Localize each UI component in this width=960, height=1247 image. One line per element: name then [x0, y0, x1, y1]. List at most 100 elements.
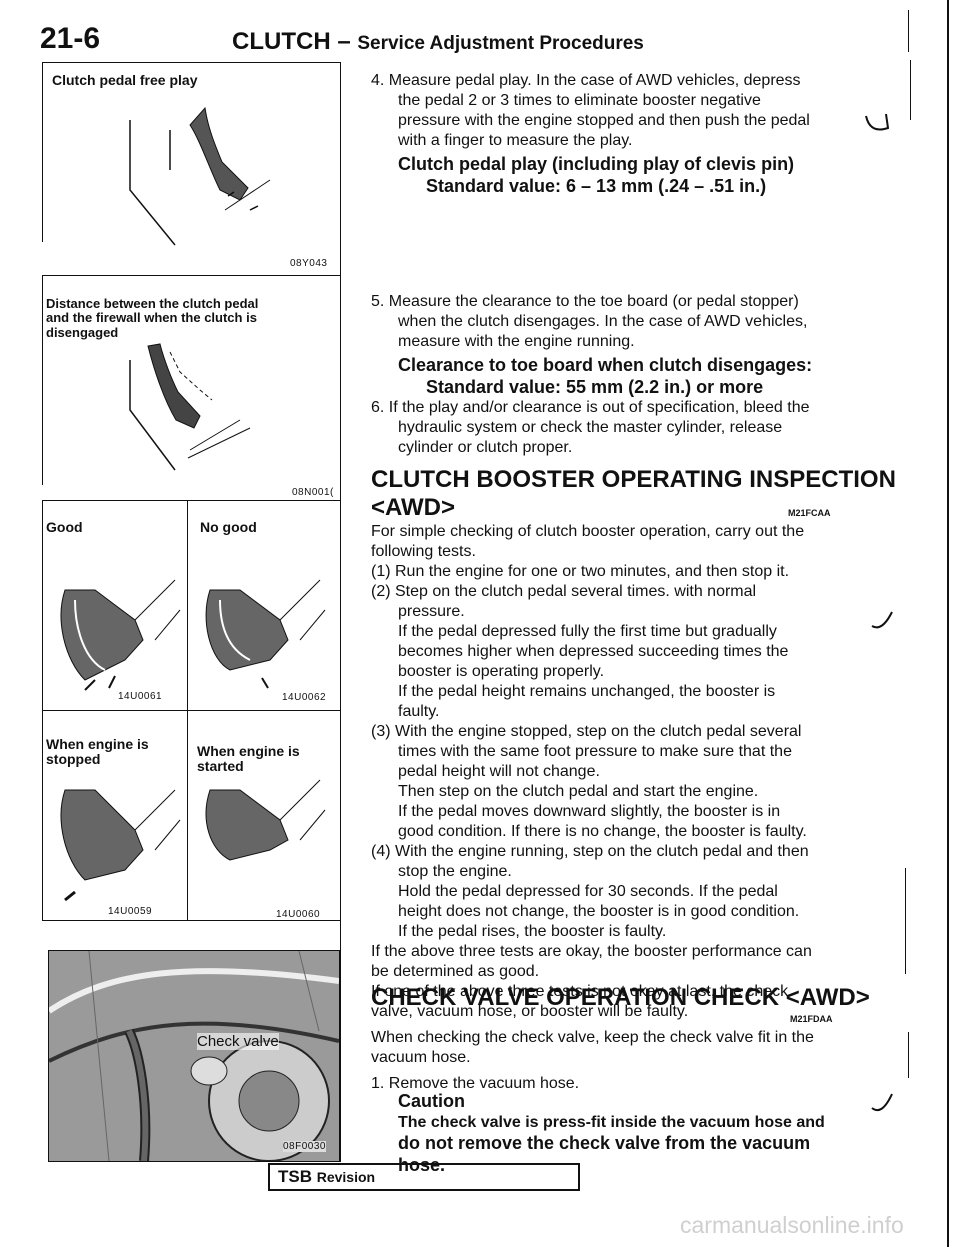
text-line: If one of the above three tests is not o…	[371, 983, 789, 1000]
text-line: If the pedal moves downward slightly, th…	[398, 803, 781, 820]
text-line: If the pedal rises, the booster is fault…	[398, 923, 667, 940]
text-line: times with the same foot pressure to mak…	[398, 743, 792, 760]
check-valve-body: When checking the check valve, keep the …	[371, 1028, 831, 1094]
text-line: (3) With the engine stopped, step on the…	[371, 723, 802, 740]
text-line: (2) Step on the clutch pedal several tim…	[371, 583, 757, 600]
text-line: (1) Run the engine for one or two minute…	[371, 563, 790, 580]
tsb-revision-box: TSB Revision	[268, 1163, 580, 1191]
figure-code: 14U0061	[118, 691, 163, 702]
hook-mark-icon	[871, 611, 893, 629]
margin-mark	[908, 10, 909, 52]
engine-bay-photo: Check valve 08F0030	[48, 950, 340, 1162]
text-line: 6. If the play and/or clearance is out o…	[371, 399, 810, 416]
spec-title: Clearance to toe board when clutch disen…	[398, 355, 813, 375]
hook-mark-icon	[871, 1093, 893, 1112]
spec-title: Clutch pedal play (including play of cle…	[398, 154, 795, 174]
figure-frame-left	[42, 500, 43, 710]
booster-body: For simple checking of clutch booster op…	[371, 522, 831, 1022]
page-title: CLUTCH – Service Adjustment Procedures	[232, 28, 644, 56]
text-line: pressure with the engine stopped and the…	[398, 112, 810, 129]
margin-mark	[910, 60, 911, 120]
text-line: If the above three tests are okay, the b…	[371, 943, 812, 960]
figure-code: 08Y043	[290, 258, 328, 269]
toe-board-illustration	[129, 343, 251, 471]
engine-started-pedal-illustration	[205, 779, 326, 861]
no-good-pedal-illustration	[205, 579, 326, 689]
figure-frame-left	[42, 710, 43, 920]
text-line: pedal height will not change.	[398, 763, 600, 780]
right-border-line	[947, 0, 949, 1247]
caution-label: Caution	[398, 1091, 465, 1111]
figure-caption-good: Good	[46, 519, 83, 535]
check-valve-label: Check valve	[197, 1033, 279, 1050]
engine-stopped-pedal-illustration	[60, 789, 181, 902]
step-4: 4. Measure pedal play. In the case of AW…	[371, 71, 831, 151]
text-line: 4. Measure pedal play. In the case of AW…	[371, 72, 801, 89]
figure-divider	[42, 710, 341, 711]
text-line: cylinder or clutch proper.	[398, 439, 573, 456]
figure-frame-left	[42, 62, 43, 242]
section-code: M21FDAA	[790, 1014, 833, 1024]
revision-label: Revision	[316, 1169, 376, 1185]
text-line: pressure.	[398, 603, 465, 620]
figure-divider	[42, 500, 341, 501]
title-main: CLUTCH	[232, 28, 331, 55]
caution-line: do not remove the check valve from the v…	[398, 1133, 811, 1175]
text-line: faulty.	[398, 703, 440, 720]
step-6: 6. If the play and/or clearance is out o…	[371, 398, 831, 458]
step-5: 5. Measure the clearance to the toe boar…	[371, 292, 831, 352]
section-heading-booster: CLUTCH BOOSTER OPERATING INSPECTION	[371, 466, 896, 493]
spec-value: Standard value: 6 – 13 mm (.24 – .51 in.…	[426, 176, 767, 196]
figure-caption-started: When engine is started	[197, 743, 300, 775]
step-5-spec: Clearance to toe board when clutch disen…	[398, 354, 858, 398]
figure-code: 14U0062	[282, 692, 327, 703]
text-line: when the clutch disengages. In the case …	[398, 313, 808, 330]
text-line: If the pedal depressed fully the first t…	[398, 623, 777, 640]
figure-caption-no-good: No good	[200, 519, 257, 535]
hook-mark-icon	[865, 113, 890, 131]
caution-block: Caution The check valve is press-fit ins…	[398, 1090, 838, 1176]
page-number: 21-6	[40, 22, 101, 55]
margin-mark	[908, 1032, 909, 1078]
text-line: following tests.	[371, 543, 476, 560]
caution-line: The check valve is press-fit inside the …	[398, 1114, 825, 1131]
engine-bay-illustration	[49, 951, 339, 1161]
text-line: with a finger to measure the play.	[398, 132, 633, 149]
text-line: height does not change, the booster is i…	[398, 903, 800, 920]
watermark: carmanualsonline.info	[680, 1212, 904, 1238]
figure-code: 08N001(	[292, 487, 334, 498]
step-4-spec: Clutch pedal play (including play of cle…	[398, 153, 858, 197]
pedal-free-play-illustration	[129, 106, 271, 246]
figure-divider	[42, 275, 341, 276]
figure-frame-right	[340, 62, 341, 1162]
title-dash: –	[337, 28, 351, 55]
text-line: If the pedal height remains unchanged, t…	[398, 683, 776, 700]
text-line: For simple checking of clutch booster op…	[371, 523, 805, 540]
text-line: 5. Measure the clearance to the toe boar…	[371, 293, 799, 310]
text-line: becomes higher when depressed succeeding…	[398, 643, 789, 660]
figure-code: 14U0059	[108, 906, 153, 917]
section-heading-awd: <AWD>	[371, 494, 456, 521]
section-heading-check-valve: CHECK VALVE OPERATION CHECK <AWD>	[371, 984, 870, 1011]
section-code: M21FCAA	[788, 508, 831, 518]
figure-caption-stopped: When engine is stopped	[46, 736, 149, 768]
text-line: be determined as good.	[371, 963, 540, 980]
text-line: the pedal 2 or 3 times to eliminate boos…	[398, 92, 761, 109]
text-line: (4) With the engine running, step on the…	[371, 843, 809, 860]
title-sub: Service Adjustment Procedures	[357, 33, 644, 54]
figure-caption: Clutch pedal free play	[52, 72, 198, 88]
text-line: valve, vacuum hose, or booster will be f…	[371, 1003, 689, 1020]
text-line: measure with the engine running.	[398, 333, 635, 350]
good-pedal-illustration	[60, 579, 181, 691]
figure-divider	[42, 920, 341, 921]
figure-code: 08F0030	[283, 1141, 326, 1152]
figure-frame-left	[42, 275, 43, 485]
text-line: good condition. If there is no change, t…	[398, 823, 807, 840]
figure-frame-top	[42, 62, 341, 63]
text-line: When checking the check valve, keep the …	[371, 1029, 814, 1046]
text-line: booster is operating properly.	[398, 663, 605, 680]
tsb-label: TSB	[278, 1167, 312, 1186]
figure-caption: Distance between the clutch pedal and th…	[46, 296, 259, 340]
figure-code: 14U0060	[276, 909, 321, 920]
text-line: Hold the pedal depressed for 30 seconds.…	[398, 883, 778, 900]
